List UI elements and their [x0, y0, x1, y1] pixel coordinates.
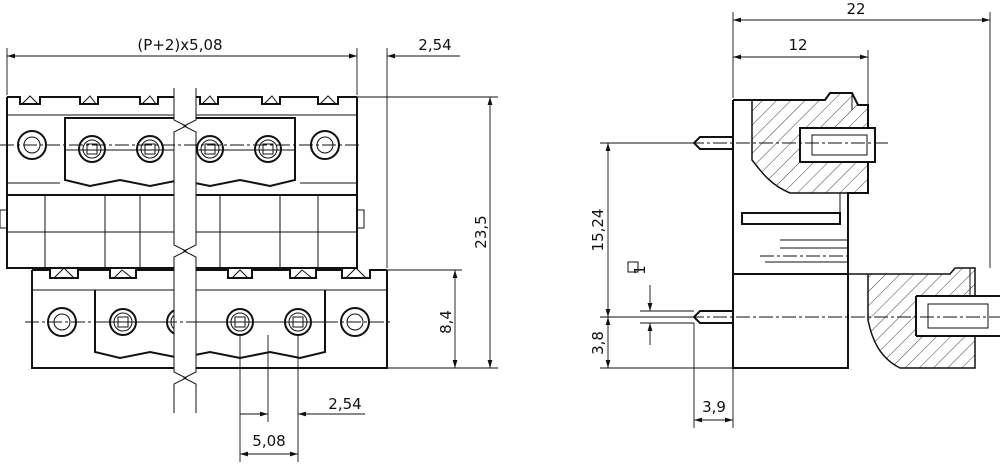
screw-upper-1 [78, 135, 106, 163]
side-body [732, 92, 876, 369]
screw-upper-3 [196, 135, 224, 163]
dim-label-height-lower: 8,4 [437, 310, 455, 334]
screw-upper-2 [136, 135, 164, 163]
dim-label-pin-offset-bottom: 3,8 [589, 331, 607, 355]
dim-pin-offset-bottom: 3,8 [589, 317, 733, 369]
dim-label-height-total: 23,5 [472, 215, 490, 248]
dim-label-width-total: 22 [846, 0, 865, 18]
screw-upper-4 [254, 135, 282, 163]
dim-pin-spacing: 15,24 [589, 142, 694, 318]
square-symbol-icon [627, 261, 639, 273]
dim-offset-bottom: 2,54 [239, 335, 365, 462]
dim-label-pitch-formula: (P+2)x5,08 [137, 36, 222, 54]
dim-pitch-formula: (P+2)x5,08 [6, 36, 388, 268]
side-view: 22 12 15,24 3,8 1 [589, 0, 1000, 428]
dim-height-lower: 8,4 [387, 269, 462, 368]
dim-label-pin-length: 3,9 [702, 398, 726, 416]
front-view: (P+2)x5,08 2,54 23,5 8,4 2,54 [0, 36, 498, 462]
dim-height-total: 23,5 [357, 96, 498, 369]
dim-pin-square: 1 [627, 261, 694, 345]
dim-pin-length: 3,9 [693, 323, 734, 428]
dim-label-pin-spacing: 15,24 [589, 209, 607, 252]
dim-label-offset-top: 2,54 [418, 36, 451, 54]
dim-label-pin-square: 1 [631, 265, 649, 275]
dim-label-offset-bottom: 2,54 [328, 395, 361, 413]
dim-label-width-upper: 12 [788, 36, 807, 54]
dim-width-total: 22 [732, 0, 991, 268]
dim-offset-top: 2,54 [330, 36, 460, 59]
side-plug-lower [848, 267, 1000, 369]
lower-housing [31, 267, 388, 369]
break-gap [173, 88, 197, 413]
dim-label-pitch: 5,08 [252, 432, 285, 450]
dim-width-upper: 12 [733, 36, 869, 104]
dim-pitch: 5,08 [240, 432, 298, 457]
